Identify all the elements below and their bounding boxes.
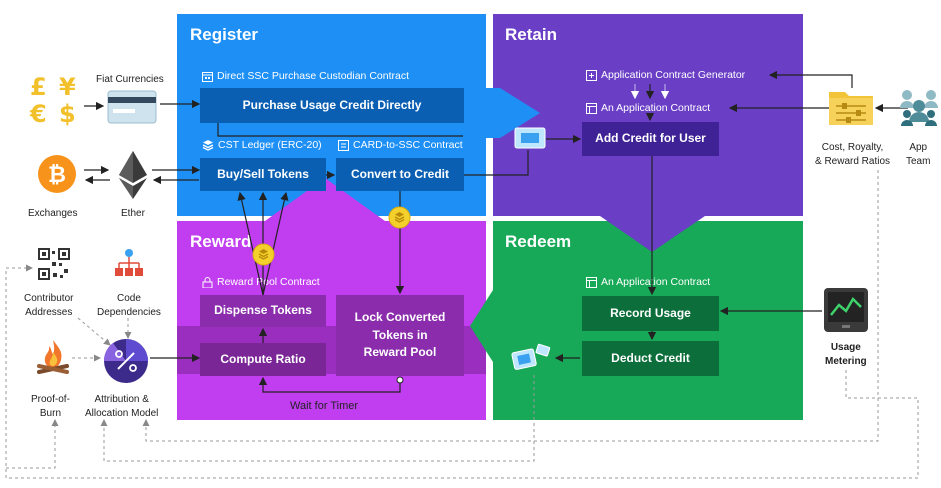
direct-contract-label: Direct SSC Purchase Custodian Contract (202, 70, 409, 82)
svg-text:₿: ₿ (48, 163, 66, 188)
org-chart-icon (115, 249, 143, 276)
contract-icon (586, 102, 597, 114)
wait-for-timer-label: Wait for Timer (290, 400, 359, 412)
redeem-app-contract-label: An Application Contract (586, 276, 710, 288)
contributor-addresses-label: Contributor Addresses (24, 292, 73, 319)
attribution-icon (103, 339, 148, 383)
token-coin-icon (252, 243, 275, 266)
code-dependencies-label: Code Dependencies (97, 292, 161, 319)
exchanges-label: Exchanges (28, 208, 78, 219)
burn-line-2: Burn (39, 407, 62, 419)
redeem-title: Redeem (505, 232, 572, 251)
metering-line-2: Metering (825, 355, 867, 367)
lock-icon (202, 276, 213, 288)
credit-card-icon (107, 90, 157, 124)
ticket-icon (514, 127, 546, 149)
metering-line-1: Usage (830, 342, 861, 353)
ether-label: Ether (121, 208, 145, 219)
cost-line-1: Cost, Royalty, (821, 142, 884, 153)
contract-icon (586, 69, 597, 81)
generator-label: Application Contract Generator (586, 69, 745, 81)
code-line-1: Code (117, 293, 141, 304)
attribution-line-1: Attribution & (94, 394, 149, 405)
app-team-line-2: Team (906, 155, 931, 167)
app-team-line-1: App (909, 142, 928, 153)
dispense-tokens-button[interactable]: Dispense Tokens (200, 295, 326, 327)
lock-line-1: Lock Converted (354, 310, 446, 325)
metering-icon (824, 288, 868, 332)
cost-line-2: & Reward Ratios (815, 155, 891, 167)
code-line-2: Dependencies (97, 306, 161, 318)
record-usage-button[interactable]: Record Usage (582, 296, 719, 331)
lock-line-3: Reward Pool (363, 345, 437, 360)
cst-ledger-label: CST Ledger (ERC-20) (202, 139, 322, 151)
reward-title: Reward (190, 232, 252, 251)
card-contract-label: CARD-to-SSC Contract (338, 139, 463, 151)
add-credit-button[interactable]: Add Credit for User (582, 122, 719, 156)
convert-to-credit-button[interactable]: Convert to Credit (336, 158, 464, 191)
stack-icon (202, 140, 214, 151)
burn-line-1: Proof-of- (31, 394, 70, 405)
compute-ratio-button[interactable]: Compute Ratio (200, 343, 326, 376)
reward-pool-contract-label: Reward Pool Contract (202, 276, 320, 288)
cost-royalty-label: Cost, Royalty, & Reward Ratios (815, 141, 890, 168)
register-title: Register (190, 25, 259, 44)
fiat-currencies-label: Fiat Currencies (96, 74, 164, 85)
bitcoin-icon: ₿ (38, 155, 76, 193)
team-icon (900, 90, 938, 126)
retain-app-contract-label: An Application Contract (586, 102, 710, 114)
money-icon: £ ¥ € $ (30, 73, 77, 128)
retain-title: Retain (505, 25, 557, 44)
buy-sell-tokens-button[interactable]: Buy/Sell Tokens (200, 158, 326, 191)
proof-of-burn-label: Proof-of- Burn (31, 393, 70, 420)
token-coin-icon (388, 206, 411, 229)
usage-metering-label: Usage Metering (825, 341, 867, 368)
folder-settings-icon (829, 92, 873, 125)
ether-icon (119, 151, 147, 199)
attribution-line-2: Allocation Model (85, 407, 159, 419)
contract-icon (202, 71, 213, 82)
lock-tokens-button[interactable]: Lock Converted Tokens in Reward Pool (336, 295, 464, 376)
fire-icon (37, 340, 69, 374)
app-team-label: App Team (906, 141, 930, 168)
purchase-credit-button[interactable]: Purchase Usage Credit Directly (200, 88, 464, 123)
contract-icon (338, 139, 349, 151)
qr-code-icon (38, 248, 70, 280)
contributor-line-2: Addresses (25, 306, 73, 318)
deduct-credit-button[interactable]: Deduct Credit (582, 341, 719, 376)
contract-icon (586, 276, 597, 288)
ticket-icon (511, 343, 551, 370)
contributor-line-1: Contributor (24, 293, 74, 304)
attribution-model-label: Attribution & Allocation Model (85, 393, 158, 420)
lock-line-2: Tokens in (372, 327, 428, 342)
